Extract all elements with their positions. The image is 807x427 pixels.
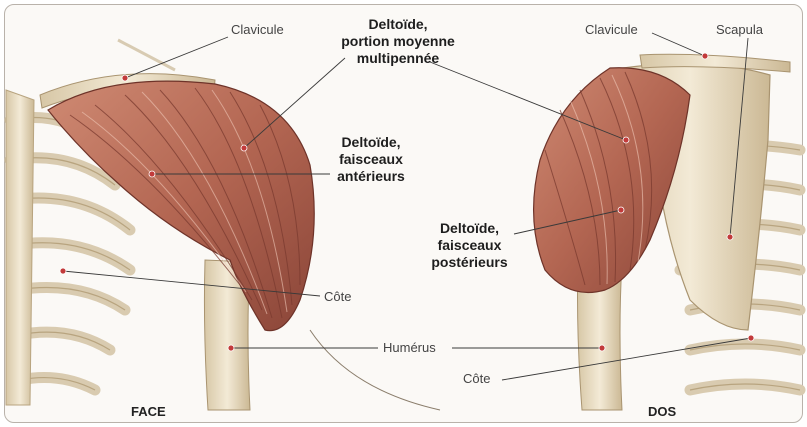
label-deltoide-post-line3: postérieurs	[422, 254, 517, 271]
label-deltoide-posterieurs: Deltoïde, faisceaux postérieurs	[422, 220, 517, 271]
label-deltoide-moyenne-line2: portion moyenne	[338, 33, 458, 50]
label-deltoide-post-line2: faisceaux	[422, 237, 517, 254]
label-cote-back: Côte	[463, 371, 490, 386]
view-label-dos: DOS	[648, 404, 676, 419]
label-scapula: Scapula	[716, 22, 763, 37]
label-deltoide-post-line1: Deltoïde,	[422, 220, 517, 237]
label-humerus: Humérus	[383, 340, 436, 355]
label-deltoide-ant-line2: faisceaux	[326, 151, 416, 168]
label-clavicule-back: Clavicule	[585, 22, 638, 37]
back-deltoid	[534, 68, 690, 293]
label-deltoide-moyenne: Deltoïde, portion moyenne multipennée	[338, 16, 458, 67]
label-clavicule-front: Clavicule	[231, 22, 284, 37]
view-label-face: FACE	[131, 404, 166, 419]
front-sternum	[6, 90, 34, 405]
label-deltoide-anterieurs: Deltoïde, faisceaux antérieurs	[326, 134, 416, 185]
label-deltoide-ant-line3: antérieurs	[326, 168, 416, 185]
label-deltoide-ant-line1: Deltoïde,	[326, 134, 416, 151]
label-cote-front: Côte	[324, 289, 351, 304]
label-deltoide-moyenne-line1: Deltoïde,	[338, 16, 458, 33]
label-deltoide-moyenne-line3: multipennée	[338, 50, 458, 67]
